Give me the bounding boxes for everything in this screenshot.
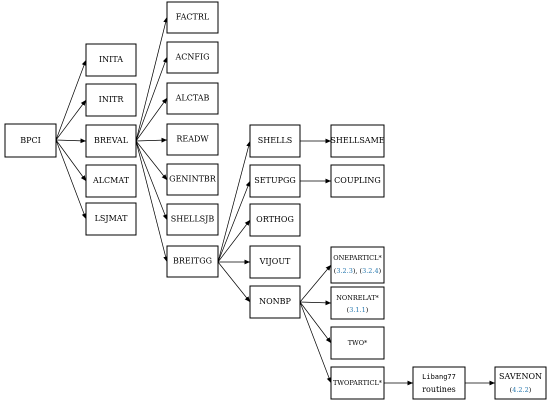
edge-breitgg-shells [217, 140, 251, 263]
node-bpci: BPCI [4, 123, 57, 158]
edge-bpci-lsjmat [55, 139, 87, 220]
node-orthog: ORTHOG [249, 203, 301, 237]
node-shellsjb-label: SHELLSJB [171, 215, 215, 224]
node-nonrelat-label: NONRELAT* [336, 294, 379, 302]
node-readw: READW [166, 123, 219, 156]
edge-breval-acnfig [135, 56, 168, 142]
node-savenon-refs: (4.2.2) [510, 386, 532, 394]
node-initr: INITR [85, 83, 137, 117]
node-alcmat-label: ALCMAT [92, 176, 130, 185]
node-coupling: COUPLING [330, 164, 385, 198]
node-breitgg-label: BREITGG [173, 257, 212, 266]
node-genintbr: GENINTBR [166, 163, 219, 196]
edge-nonbp-nonrelat [299, 300, 332, 306]
ref-link-3-2-3[interactable]: 3.2.3 [336, 267, 353, 275]
node-lsjmat-label: LSJMAT [95, 214, 129, 223]
node-factrl-label: FACTRL [176, 13, 210, 22]
edge-bpci-inita [55, 59, 87, 141]
node-twoparticl-label: TWOPARTICL* [333, 379, 383, 387]
node-setupgg-label: SETUPGG [254, 176, 296, 185]
node-oneparticl: ONEPARTICL* (3.2.3), (3.2.4) [330, 246, 385, 284]
node-acnfig: ACNFIG [166, 41, 219, 74]
edge-breval-alctab [135, 97, 168, 142]
node-alctab: ALCTAB [166, 82, 219, 115]
node-acnfig-label: ACNFIG [175, 53, 210, 62]
ref-link-4-2-2[interactable]: 4.2.2 [512, 386, 529, 394]
node-orthog-label: ORTHOG [256, 215, 294, 224]
node-oneparticl-refs: (3.2.3), (3.2.4) [334, 267, 382, 275]
edge-nonbp-two [299, 301, 332, 344]
node-shells-label: SHELLS [258, 136, 292, 145]
edge-breitgg-setupgg [217, 180, 251, 263]
node-libang77: Libang77 routines [412, 366, 466, 400]
node-alctab-label: ALCTAB [175, 94, 210, 103]
edge-breitgg-nonbp [217, 261, 251, 303]
ref-link-3-2-4[interactable]: 3.2.4 [362, 267, 379, 275]
node-setupgg: SETUPGG [249, 164, 301, 198]
node-initr-label: INITR [99, 95, 125, 104]
edge-bpci-breval [55, 138, 87, 144]
node-oneparticl-label: ONEPARTICL* [333, 254, 382, 262]
node-factrl: FACTRL [166, 1, 219, 34]
node-shellsame-label: SHELLSAME [330, 136, 384, 145]
node-alcmat: ALCMAT [85, 164, 137, 198]
edge-bpci-initr [55, 99, 87, 141]
node-libang77-label-line2: routines [422, 385, 456, 394]
node-twoparticl: TWOPARTICL* [330, 366, 385, 400]
node-nonrelat: NONRELAT* (3.1.1) [330, 286, 385, 320]
node-nonbp-label: NONBP [259, 297, 291, 306]
edge-bpci-alcmat [55, 139, 87, 182]
edge-breval-breitgg [135, 140, 168, 263]
edge-breitgg-orthog [217, 219, 251, 263]
node-readw-label: READW [176, 135, 209, 144]
edge-nonbp-twoparticl [299, 301, 332, 384]
node-two-label: TWO* [348, 339, 368, 347]
node-two: TWO* [330, 326, 385, 360]
edge-breval-readw [135, 137, 168, 143]
edge-nonbp-oneparticl [299, 264, 332, 303]
node-lsjmat: LSJMAT [85, 202, 137, 236]
node-shells: SHELLS [249, 124, 301, 158]
node-shellsjb: SHELLSJB [166, 203, 219, 236]
ref-link-3-1-1[interactable]: 3.1.1 [349, 306, 366, 314]
edge-breval-shellsjb [135, 140, 168, 221]
node-nonrelat-refs: (3.1.1) [347, 306, 369, 314]
edge-breval-genintbr [135, 140, 168, 181]
node-nonbp: NONBP [249, 285, 301, 319]
node-vijout: VIJOUT [249, 245, 301, 279]
node-inita-label: INITA [99, 55, 123, 64]
node-savenon: SAVENON (4.2.2) [494, 366, 547, 400]
edge-breval-factrl [135, 16, 168, 142]
node-bpci-label: BPCI [20, 136, 41, 145]
node-breval: BREVAL [85, 124, 137, 158]
edges [55, 16, 495, 386]
node-genintbr-label: GENINTBR [169, 175, 217, 184]
node-libang77-label-line1: Libang77 [422, 373, 456, 381]
node-breitgg: BREITGG [166, 245, 219, 278]
node-savenon-label: SAVENON [499, 372, 542, 381]
node-vijout-label: VIJOUT [259, 257, 291, 266]
node-breval-label: BREVAL [94, 136, 129, 145]
node-inita: INITA [85, 43, 137, 77]
node-coupling-label: COUPLING [334, 176, 381, 185]
node-shellsame: SHELLSAME [330, 124, 385, 158]
